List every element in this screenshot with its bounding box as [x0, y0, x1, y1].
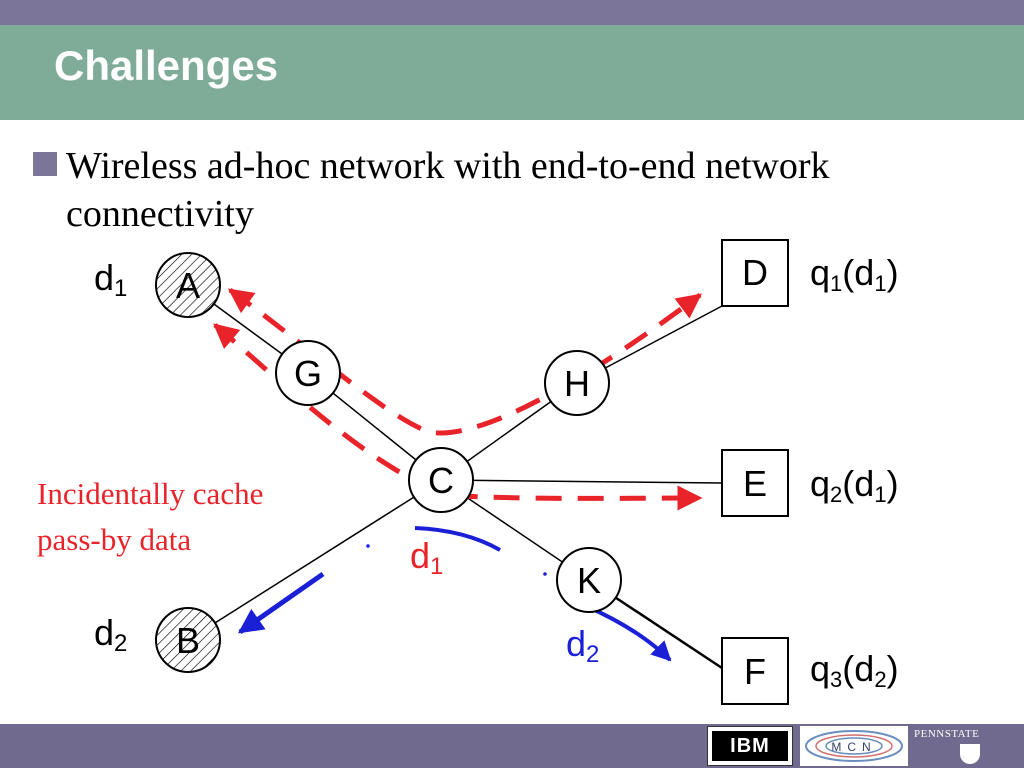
node-h: H — [544, 350, 610, 416]
slide-title: Challenges — [54, 42, 279, 89]
node-a-label: A — [176, 265, 200, 306]
node-f-label: F — [744, 651, 766, 692]
node-e: E — [721, 449, 789, 517]
label-q1-d1: q1(d1) — [810, 252, 899, 296]
annotation-line-1: Incidentally cache — [37, 476, 263, 511]
mcn-logo-text: MCN — [831, 740, 876, 754]
link-c-e — [440, 479, 723, 484]
ibm-logo: IBM — [707, 726, 793, 766]
node-b: B — [155, 607, 221, 673]
label-q2-d1: q2(d1) — [810, 463, 899, 507]
label-d1-flow: d1 — [410, 535, 443, 580]
data-path-to-b — [237, 571, 325, 635]
shield-icon — [960, 744, 980, 764]
node-b-label: B — [176, 620, 200, 661]
label-d2-at-b: d2 — [94, 612, 127, 657]
node-h-label: H — [564, 363, 590, 404]
node-d-label: D — [742, 252, 768, 293]
node-d: D — [721, 239, 789, 307]
data-dot-2 — [543, 572, 547, 576]
bullet-square-icon — [33, 152, 57, 176]
pennstate-logo: PENNSTATE — [912, 726, 1024, 768]
title-bar — [0, 25, 1024, 120]
bullet-text: Wireless ad-hoc network with end-to-end … — [66, 145, 830, 235]
node-f: F — [721, 637, 789, 705]
node-k-label: K — [577, 560, 601, 601]
label-d1-at-a: d1 — [94, 257, 127, 302]
label-d2-flow: d2 — [566, 623, 599, 668]
pennstate-logo-text: PENNSTATE — [914, 728, 980, 740]
node-g: G — [275, 340, 341, 406]
data-dot-1 — [366, 544, 370, 548]
node-e-label: E — [743, 463, 767, 504]
data-path-d1-arc — [414, 526, 501, 552]
node-c-label: C — [428, 460, 454, 501]
annotation-line-2: pass-by data — [37, 522, 191, 557]
node-g-label: G — [294, 353, 322, 394]
mcn-logo: MCN — [800, 726, 908, 766]
node-k: K — [556, 547, 622, 613]
node-a: A — [155, 252, 221, 318]
label-q3-d2: q3(d2) — [810, 648, 899, 692]
node-c: C — [408, 447, 474, 513]
top-strip — [0, 0, 1024, 25]
